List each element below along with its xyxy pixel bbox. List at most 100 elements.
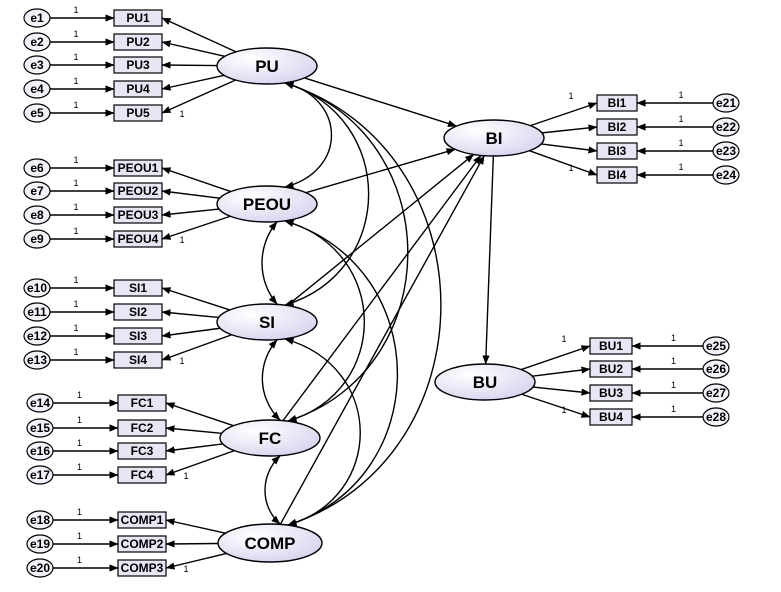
latent-fc[interactable]: FC: [219, 419, 321, 457]
error-e15[interactable]: e15: [26, 418, 54, 438]
error-e8[interactable]: e8: [23, 205, 51, 225]
indicator-bi2[interactable]: BI2: [596, 118, 638, 136]
indicator-pu3[interactable]: PU3: [113, 56, 163, 74]
error-ellipse: [702, 383, 730, 403]
loading-path-bu4: [521, 393, 591, 418]
error-e3[interactable]: e3: [23, 55, 51, 75]
error-e9[interactable]: e9: [23, 229, 51, 249]
loading-path-comp2: [165, 540, 219, 548]
error-ellipse: [23, 79, 51, 99]
error-ellipse: [26, 558, 54, 578]
error-label: e18: [30, 513, 50, 527]
error-e7[interactable]: e7: [23, 181, 51, 201]
loading-weight-label: 1: [183, 564, 188, 574]
latent-bi[interactable]: BI: [443, 119, 545, 157]
indicator-bu4[interactable]: BU4: [589, 408, 633, 426]
error-e23[interactable]: e23: [712, 141, 740, 161]
latent-bu[interactable]: BU: [434, 363, 536, 401]
error-label: e12: [27, 329, 47, 343]
indicator-fc1[interactable]: FC1: [117, 394, 167, 412]
error-e12[interactable]: e12: [23, 326, 51, 346]
latent-pu[interactable]: PU: [216, 47, 318, 85]
loading-path-bi4: [529, 150, 598, 176]
indicator-comp2[interactable]: COMP2: [117, 535, 167, 553]
error-e13[interactable]: e13: [23, 350, 51, 370]
indicator-comp1[interactable]: COMP1: [117, 511, 167, 529]
indicator-peou4[interactable]: PEOU4: [113, 230, 163, 248]
indicator-label: BI3: [608, 144, 627, 158]
error-e2[interactable]: e2: [23, 32, 51, 52]
indicator-bu1[interactable]: BU1: [589, 337, 633, 355]
indicator-box: [596, 142, 638, 160]
latent-si[interactable]: SI: [216, 303, 318, 341]
indicator-pu1[interactable]: PU1: [113, 9, 163, 27]
error-e24[interactable]: e24: [712, 165, 740, 185]
error-e4[interactable]: e4: [23, 79, 51, 99]
indicator-pu5[interactable]: PU5: [113, 104, 163, 122]
error-ellipse: [26, 418, 54, 438]
error-label: e19: [30, 537, 50, 551]
error-label: e1: [30, 11, 44, 25]
indicator-si1[interactable]: SI1: [113, 279, 163, 297]
indicator-bi1[interactable]: BI1: [596, 94, 638, 112]
indicator-peou2[interactable]: PEOU2: [113, 182, 163, 200]
indicator-pu4[interactable]: PU4: [113, 80, 163, 98]
indicator-peou1[interactable]: PEOU1: [113, 159, 163, 177]
indicator-si3[interactable]: SI3: [113, 327, 163, 345]
error-e11[interactable]: e11: [23, 302, 51, 322]
loading-path-bu2: [532, 366, 591, 377]
error-weight-label: 1: [73, 275, 78, 285]
indicator-box: [113, 206, 163, 224]
loading-path-fc1: [165, 402, 234, 427]
error-e19[interactable]: e19: [26, 534, 54, 554]
error-e10[interactable]: e10: [23, 278, 51, 298]
error-ellipse: [23, 181, 51, 201]
error-e28[interactable]: e28: [702, 407, 730, 427]
error-e16[interactable]: e16: [26, 441, 54, 461]
error-e18[interactable]: e18: [26, 510, 54, 530]
indicator-bu3[interactable]: BU3: [589, 384, 633, 402]
error-ellipse: [23, 8, 51, 28]
error-e17[interactable]: e17: [26, 465, 54, 485]
error-e6[interactable]: e6: [23, 158, 51, 178]
indicator-label: PEOU4: [118, 232, 159, 246]
indicator-fc4[interactable]: FC4: [117, 466, 167, 484]
error-e1[interactable]: e1: [23, 8, 51, 28]
error-e20[interactable]: e20: [26, 558, 54, 578]
error-weight-label: 1: [73, 100, 78, 110]
error-e21[interactable]: e21: [712, 93, 740, 113]
covariance-si-comp: [284, 337, 361, 527]
indicator-label: SI4: [129, 353, 147, 367]
error-e25[interactable]: e25: [702, 336, 730, 356]
indicator-bu2[interactable]: BU2: [589, 360, 633, 378]
latent-comp[interactable]: COMP: [217, 523, 323, 563]
error-ellipse: [26, 441, 54, 461]
error-e27[interactable]: e27: [702, 383, 730, 403]
indicator-bi4[interactable]: BI4: [596, 166, 638, 184]
indicator-bi3[interactable]: BI3: [596, 142, 638, 160]
error-e5[interactable]: e5: [23, 103, 51, 123]
indicator-fc3[interactable]: FC3: [117, 442, 167, 460]
indicator-label: BI4: [608, 168, 627, 182]
indicator-peou3[interactable]: PEOU3: [113, 206, 163, 224]
loading-path-si3: [161, 327, 221, 339]
covariance-pu-si: [284, 82, 370, 306]
indicator-pu2[interactable]: PU2: [113, 33, 163, 51]
error-ellipse: [23, 350, 51, 370]
indicator-si2[interactable]: SI2: [113, 303, 163, 321]
indicator-fc2[interactable]: FC2: [117, 419, 167, 437]
loading-path-pu4: [161, 74, 225, 91]
error-e22[interactable]: e22: [712, 117, 740, 137]
covariance-si-fc: [261, 339, 281, 421]
error-ellipse: [702, 336, 730, 356]
error-e14[interactable]: e14: [26, 393, 54, 413]
indicator-comp3[interactable]: COMP3: [117, 559, 167, 577]
latent-peou[interactable]: PEOU: [216, 185, 318, 223]
error-e26[interactable]: e26: [702, 359, 730, 379]
error-ellipse: [712, 93, 740, 113]
indicator-si4[interactable]: SI4: [113, 351, 163, 369]
covariance-peou-fc: [284, 219, 365, 423]
error-weight-label: 1: [73, 299, 78, 309]
